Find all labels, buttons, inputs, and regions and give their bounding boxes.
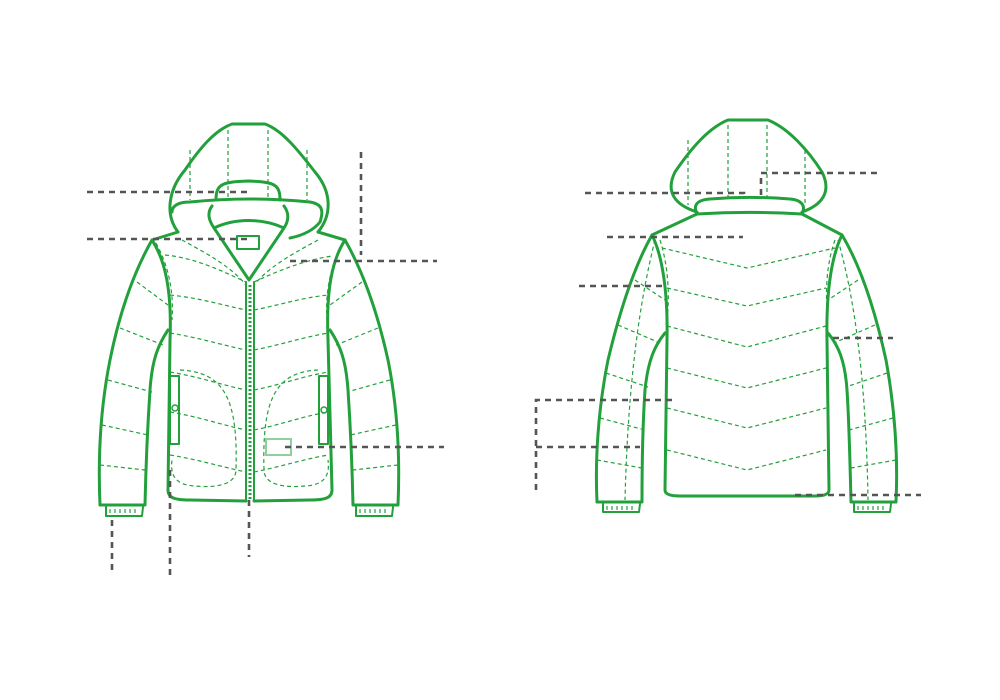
front-pocket-left bbox=[169, 375, 180, 445]
front-zipper bbox=[245, 281, 255, 502]
front-cuff-left bbox=[105, 506, 144, 517]
back-hood bbox=[669, 118, 828, 214]
back-quilt-stitching bbox=[596, 125, 897, 511]
front-quilt-stitching bbox=[99, 130, 399, 515]
front-collar bbox=[207, 204, 290, 282]
back-cuff-right bbox=[853, 503, 892, 513]
back-collar bbox=[693, 196, 805, 216]
leader-line bbox=[585, 191, 746, 199]
front-snap-right bbox=[320, 406, 328, 414]
front-body-right bbox=[252, 230, 347, 503]
front-body-left bbox=[150, 230, 248, 503]
front-sleeve-left bbox=[97, 238, 170, 507]
front-view bbox=[97, 122, 401, 517]
back-body bbox=[650, 212, 844, 498]
measurement-leader-lines bbox=[87, 152, 921, 575]
front-collar-label bbox=[236, 235, 260, 250]
front-hood bbox=[168, 122, 330, 234]
front-hood-brim bbox=[170, 197, 324, 240]
leader-line bbox=[759, 171, 880, 195]
front-cuff-right bbox=[355, 506, 394, 517]
back-cuff-left bbox=[602, 503, 641, 513]
back-view bbox=[594, 118, 899, 513]
front-hood-visor bbox=[214, 179, 282, 202]
front-sleeve-right bbox=[328, 238, 401, 507]
front-snap-left bbox=[171, 404, 179, 412]
back-sleeve-left bbox=[594, 233, 667, 504]
front-pocket-right bbox=[318, 375, 329, 445]
leader-line bbox=[534, 398, 672, 490]
